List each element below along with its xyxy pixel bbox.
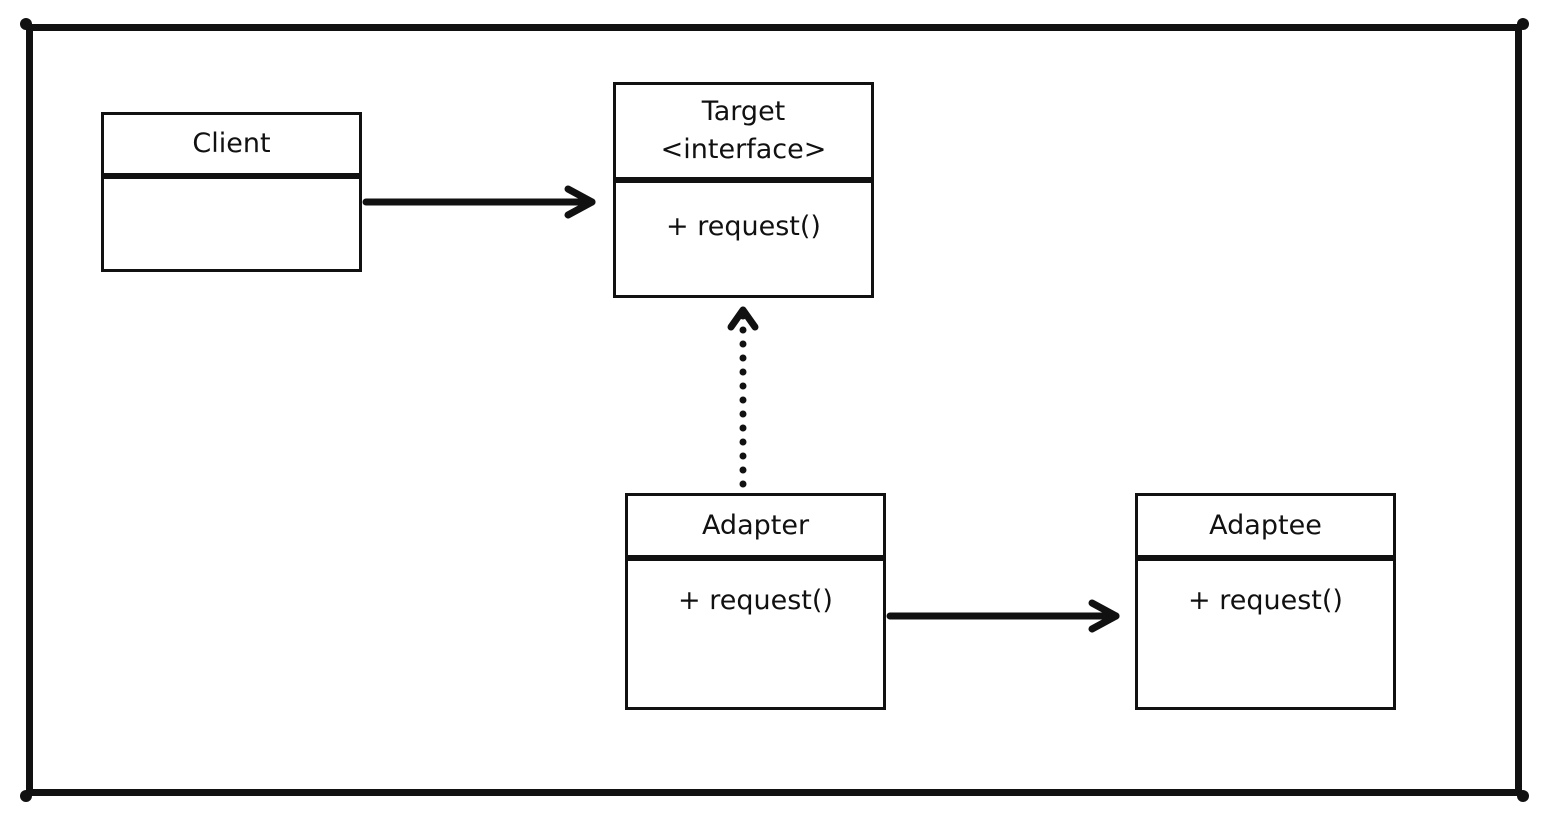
edge-adapter-target[interactable] [727, 306, 759, 488]
class-adapter-method: + request() [678, 585, 833, 616]
class-adapter-header: Adapter [628, 496, 883, 561]
diagram-frame [26, 24, 1522, 796]
class-target-method: + request() [666, 211, 821, 242]
class-adapter[interactable]: Adapter + request() [625, 493, 886, 710]
class-target[interactable]: Target <interface> + request() [613, 82, 874, 298]
edge-adapter-adaptee-arrowhead [1088, 599, 1120, 633]
class-adaptee[interactable]: Adaptee + request() [1135, 493, 1396, 710]
class-target-stereotype: <interface> [660, 134, 827, 165]
class-client-header: Client [104, 115, 359, 179]
class-adaptee-header: Adaptee [1138, 496, 1393, 561]
class-adapter-name: Adapter [701, 509, 810, 541]
class-target-name: Target [701, 96, 786, 127]
edge-client-target[interactable] [362, 185, 596, 219]
class-adaptee-body: + request() [1138, 561, 1393, 616]
frame-corner-br [1517, 790, 1529, 802]
frame-corner-tl [20, 18, 32, 30]
class-adapter-body: + request() [628, 561, 883, 616]
class-client[interactable]: Client [101, 112, 362, 272]
frame-corner-bl [20, 790, 32, 802]
edge-adapter-adaptee[interactable] [886, 599, 1120, 633]
class-adaptee-method: + request() [1188, 585, 1343, 616]
frame-corner-tr [1517, 18, 1529, 30]
class-client-name: Client [192, 128, 271, 159]
edge-client-target-arrowhead [564, 185, 596, 219]
class-adaptee-name: Adaptee [1209, 509, 1322, 541]
class-target-header: Target <interface> [616, 85, 871, 183]
edge-adapter-target-arrowhead [727, 306, 759, 331]
class-target-body: + request() [616, 183, 871, 242]
